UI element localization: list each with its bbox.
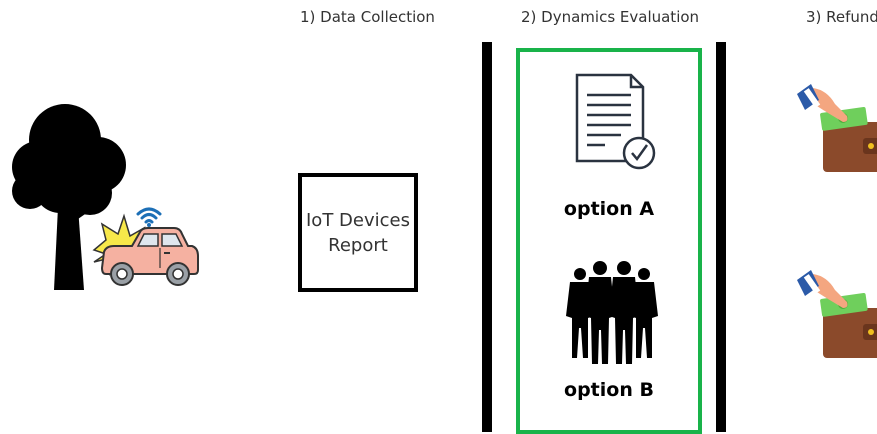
option-b-label: option B <box>564 379 654 401</box>
step-title-dynamics-evaluation: 2) Dynamics Evaluation <box>521 8 700 26</box>
divider-right <box>716 42 726 432</box>
report-box-line1: IoT Devices <box>306 209 410 231</box>
wifi-icon <box>136 207 162 227</box>
refund-wallet-a <box>793 80 877 175</box>
step-title-data-collection: 1) Data Collection <box>300 8 435 26</box>
hand-money-wallet-icon <box>797 84 877 172</box>
hand-money-wallet-icon <box>797 270 877 358</box>
car-crash-icon <box>92 213 199 286</box>
report-box-line2: Report <box>328 234 388 256</box>
businessmen-group-icon <box>566 261 658 364</box>
option-a-label: option A <box>563 198 655 220</box>
accident-illustration <box>10 95 205 300</box>
refund-wallet-b <box>793 266 877 361</box>
tree-icon <box>12 104 126 290</box>
iot-report-box: IoT Devices Report <box>298 173 418 292</box>
divider-left <box>482 42 492 432</box>
step-title-refund: 3) Refund <box>806 8 877 26</box>
document-check-icon <box>575 73 656 170</box>
